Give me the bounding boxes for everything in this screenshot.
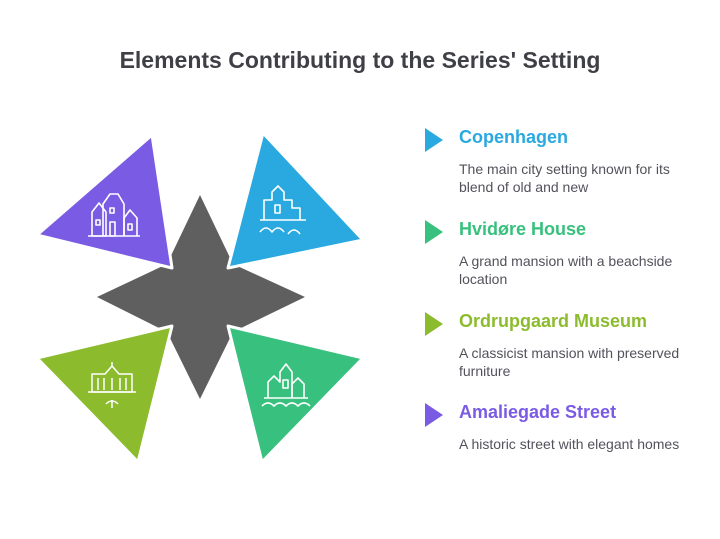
triangle-marker-icon [425, 403, 443, 427]
legend-item-title: Ordrupgaard Museum [459, 311, 648, 331]
legend-item-description: A historic street with elegant homes [459, 436, 680, 452]
segment-hvidore-house [226, 324, 365, 464]
old-city-icon [259, 185, 306, 235]
legend-item-description: A grand mansion with a beachside locatio… [459, 253, 673, 287]
triangle-marker-icon [425, 220, 443, 244]
diagram-title: Elements Contributing to the Series' Set… [119, 47, 601, 73]
segment-ordrupgaard-museum [35, 324, 174, 464]
legend-item-title: Amaliegade Street [459, 402, 617, 422]
legend-item-title: Hvidøre House [459, 219, 587, 239]
townhouses-icon [88, 193, 140, 237]
segment-copenhagen [226, 131, 365, 270]
legend-item-title: Copenhagen [459, 127, 569, 147]
segment-copenhagen-triangle [226, 131, 365, 270]
segment-amaliegade-street [35, 133, 174, 270]
segment-hvidore-triangle [226, 324, 365, 464]
seaside-castle-icon [261, 363, 311, 407]
cross-diagram [35, 131, 365, 464]
legend-item-description: A classicist mansion with preserved furn… [459, 345, 680, 379]
triangle-marker-icon [425, 128, 443, 152]
center-cross-shape [97, 195, 305, 399]
classical-mansion-icon [88, 362, 136, 408]
segment-ordrupgaard-triangle [35, 324, 174, 464]
legend-item-description: The main city setting known for its blen… [459, 161, 670, 195]
triangle-marker-icon [425, 312, 443, 336]
